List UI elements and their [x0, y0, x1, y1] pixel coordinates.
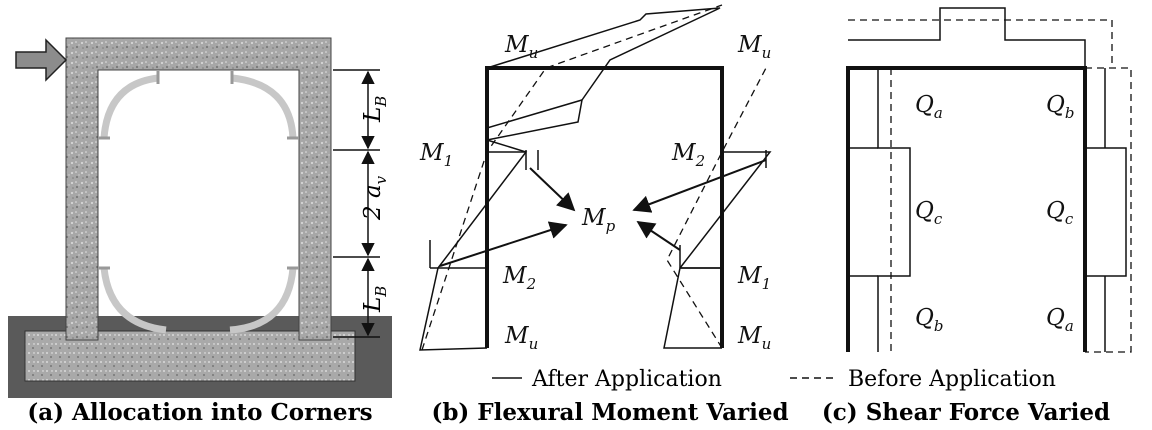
- label-mu-bottom-left: Mu: [504, 323, 538, 353]
- concrete-frame: [65, 37, 332, 341]
- dimension-line: [333, 69, 380, 338]
- frame-c: [846, 66, 1087, 352]
- moment-before: [421, 4, 767, 351]
- label-qb-top-right: Qb: [1046, 92, 1074, 122]
- label-qc-left: Qc: [915, 198, 943, 228]
- label-mu-top-left: Mu: [504, 32, 538, 62]
- corner-arc-top-left: [100, 74, 159, 139]
- moment-after-left: [419, 98, 583, 351]
- corner-arc-bottom-right: [229, 267, 297, 334]
- label-mp: Mp: [581, 205, 616, 235]
- caption-b: (b) Flexural Moment Varied: [431, 399, 788, 426]
- label-m1-right: M1: [737, 263, 771, 293]
- label-qa-top-left: Qa: [915, 92, 943, 122]
- dim-label-lb-top: LB: [360, 96, 390, 123]
- arrow-to-mp-1: [529, 167, 576, 212]
- corner-arc-bottom-left: [100, 267, 167, 334]
- moment-after-top: [486, 7, 721, 101]
- load-arrow-icon: [15, 38, 68, 82]
- dim-label-2av: 2 av: [360, 175, 390, 221]
- shear-before: [848, 19, 1132, 353]
- label-m2-right: M2: [671, 140, 705, 170]
- panel-b-drawing: [419, 4, 772, 351]
- label-mu-top-right: Mu: [737, 32, 771, 62]
- arrow-to-mp-3: [632, 159, 767, 213]
- caption-c: (c) Shear Force Varied: [822, 399, 1110, 426]
- shear-after-right: [1085, 68, 1127, 352]
- label-qc-right: Qc: [1046, 198, 1074, 228]
- legend-after-label: After Application: [531, 367, 722, 392]
- label-m1-left: M1: [419, 140, 453, 170]
- label-qa-bottom-right: Qa: [1046, 305, 1074, 335]
- legend-before-label: Before Application: [848, 367, 1056, 392]
- panel-a-drawing: LB 2 av LB: [8, 37, 392, 398]
- shear-after-top: [848, 7, 1086, 68]
- arrow-to-mp-4: [636, 221, 681, 251]
- label-qb-bottom-left: Qb: [915, 305, 943, 335]
- arrow-to-mp-2: [439, 221, 568, 267]
- panel-c-drawing: [846, 7, 1132, 353]
- corner-arc-top-right: [231, 74, 297, 139]
- label-m2-left: M2: [502, 263, 536, 293]
- label-mu-bottom-right: Mu: [737, 323, 771, 353]
- legend: After Application Before Application: [492, 367, 1056, 392]
- shear-after-left: [877, 68, 911, 352]
- caption-a: (a) Allocation into Corners: [27, 399, 372, 426]
- dim-label-lb-bottom: LB: [360, 286, 390, 313]
